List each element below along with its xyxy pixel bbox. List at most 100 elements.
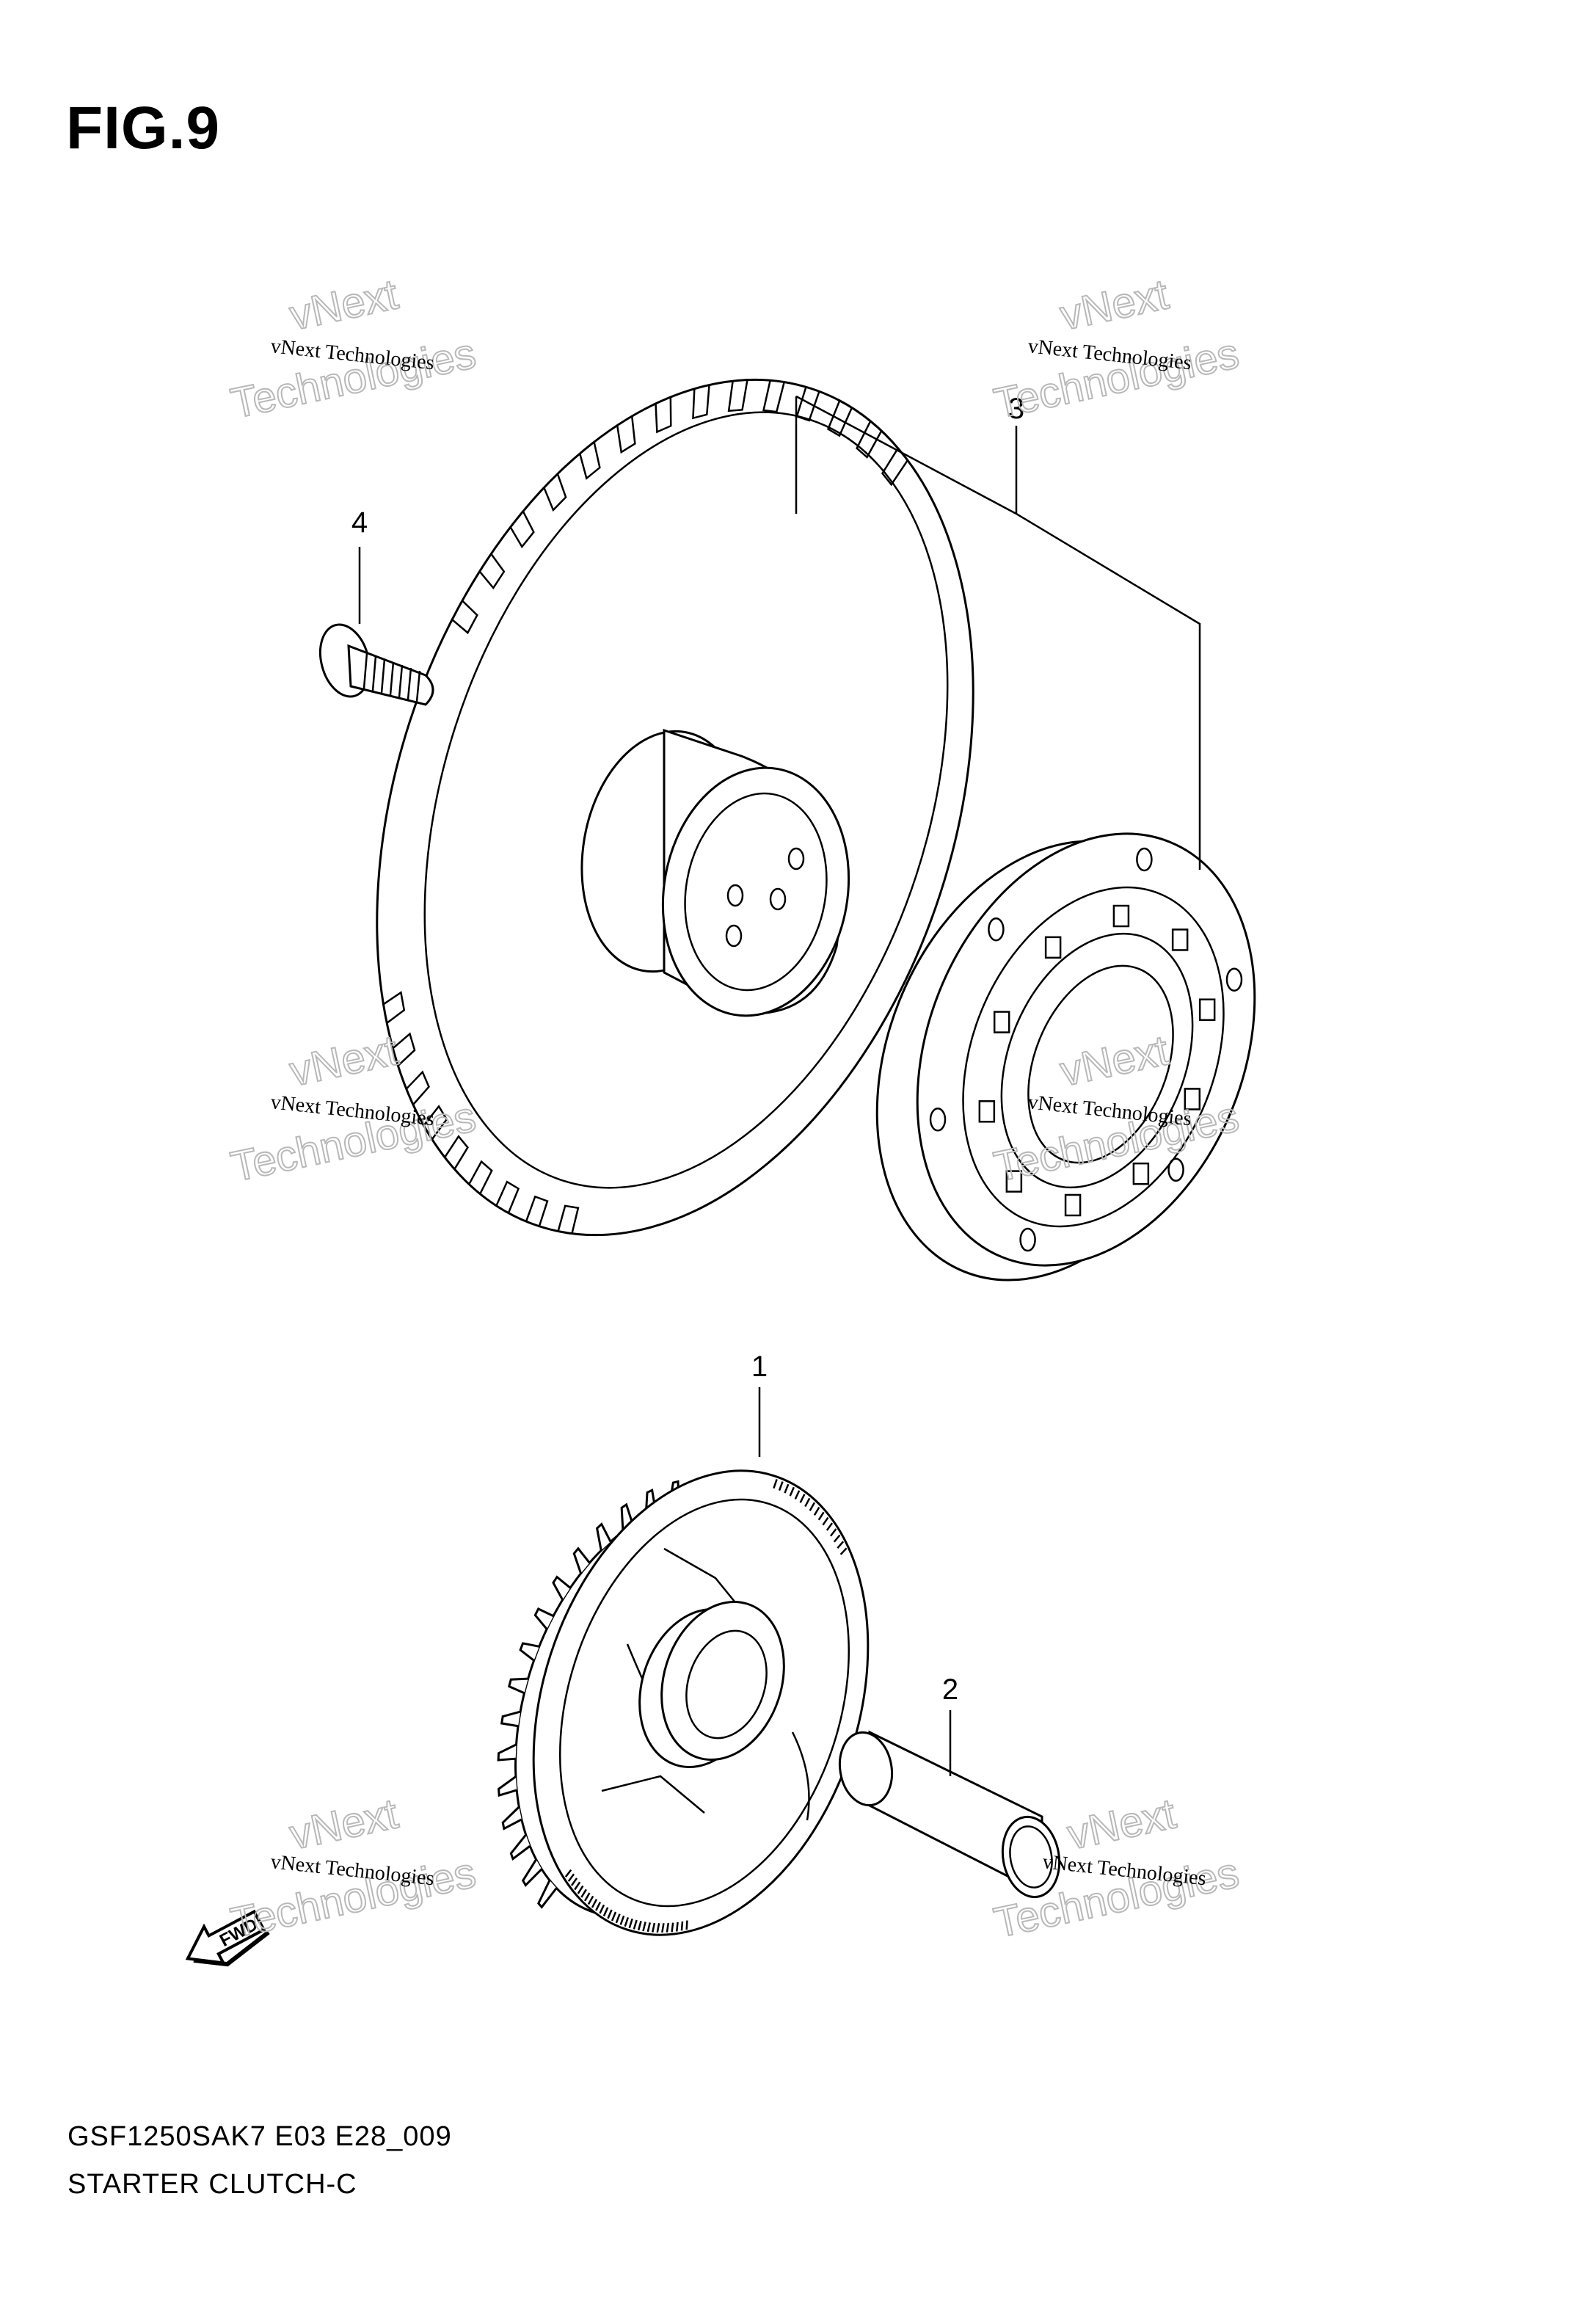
fine-tooth xyxy=(826,1522,834,1531)
gear-tooth xyxy=(392,1032,416,1066)
callout-3: 3 xyxy=(1008,393,1024,425)
callout-4: 4 xyxy=(351,506,368,539)
fine-tooth xyxy=(778,1481,784,1491)
svg-text:vNext: vNext xyxy=(285,1026,402,1095)
gear-tooth xyxy=(468,1160,493,1195)
clutch-roller xyxy=(1171,928,1189,951)
thread-line xyxy=(415,670,421,702)
leader-lines xyxy=(358,395,1201,1776)
fine-tooth xyxy=(646,1922,651,1933)
gear-tooth xyxy=(595,1522,612,1551)
svg-text:vNext: vNext xyxy=(285,270,402,339)
fine-tooth xyxy=(619,1915,625,1925)
clutch-roller xyxy=(1064,1193,1082,1217)
fine-tooth xyxy=(837,1541,845,1549)
bolt-hole xyxy=(1225,967,1243,992)
clutch-roller xyxy=(1198,998,1216,1021)
fwd-arrow-icon: FWD xyxy=(185,1909,270,1967)
fine-tooth xyxy=(661,1923,665,1933)
bolt-threads xyxy=(362,652,421,702)
watermark-top-left: vNext Technologies vNext Technologies xyxy=(226,269,481,428)
callout-1: 1 xyxy=(751,1351,768,1383)
fine-tooth xyxy=(595,1902,602,1911)
fine-tooth xyxy=(833,1534,841,1543)
fine-tooth xyxy=(591,1899,598,1908)
fine-tooth xyxy=(839,1547,848,1555)
fine-tooth xyxy=(567,1873,575,1882)
gear-tooth xyxy=(881,448,908,487)
gear-tooth xyxy=(498,1775,517,1797)
clutch-roller xyxy=(1132,1162,1150,1185)
fine-tooth xyxy=(685,1920,688,1930)
clutch-rollers xyxy=(978,904,1216,1217)
fine-tooth xyxy=(637,1921,642,1931)
fine-tooth xyxy=(817,1511,825,1521)
gear-tooth xyxy=(500,1710,521,1728)
gear-tooth xyxy=(405,1070,430,1105)
bolt xyxy=(318,623,434,706)
bolt-hole xyxy=(929,1108,947,1132)
thread-line xyxy=(371,655,377,691)
diagram-code: GSF1250SAK7 E03 E28_009 xyxy=(68,2121,452,2152)
fine-tooth xyxy=(615,1913,621,1924)
figure-title: FIG.9 xyxy=(66,95,221,161)
watermark-top-right: vNext Technologies vNext Technologies xyxy=(989,269,1244,428)
fine-tooth xyxy=(813,1506,820,1516)
clutch-bolt-holes xyxy=(929,847,1243,1252)
gear-tooth xyxy=(533,1607,554,1630)
bolt-hole xyxy=(988,917,1005,942)
gear-tooth xyxy=(423,1105,448,1140)
gear-tooth xyxy=(451,600,478,635)
gear-tooth xyxy=(572,1546,591,1574)
gear-tooth xyxy=(856,421,883,459)
svg-text:vNext: vNext xyxy=(1056,270,1173,339)
clutch-roller xyxy=(1112,904,1130,928)
gear-tooth xyxy=(616,416,636,454)
callout-2: 2 xyxy=(942,1673,958,1706)
gear-tooth xyxy=(727,379,748,412)
gear-tooth xyxy=(521,1858,543,1887)
thread-line xyxy=(389,661,395,696)
fine-tooth xyxy=(829,1528,837,1537)
bolt-hole xyxy=(1136,847,1153,872)
fine-tooth xyxy=(599,1904,605,1914)
fine-tooth xyxy=(611,1911,617,1922)
fine-tooth xyxy=(607,1909,613,1919)
gear-tooth xyxy=(495,1180,520,1214)
fine-tooth xyxy=(789,1486,795,1497)
fine-tooth xyxy=(580,1889,587,1898)
clutch-roller xyxy=(1044,936,1062,959)
gear-tooth xyxy=(557,1204,580,1234)
thread-line xyxy=(380,658,386,694)
fine-tooth xyxy=(628,1918,633,1929)
fine-tooth xyxy=(773,1479,778,1489)
gear-tooth xyxy=(509,511,535,549)
svg-text:vNext: vNext xyxy=(1063,1789,1180,1858)
gear-tooth xyxy=(552,1575,572,1601)
fine-tooth xyxy=(799,1494,806,1503)
fine-tooth xyxy=(671,1922,674,1933)
small-gear-fine-teeth xyxy=(564,1479,848,1933)
fine-tooth xyxy=(624,1916,630,1927)
clutch-roller xyxy=(993,1011,1010,1033)
fine-tooth xyxy=(794,1490,801,1500)
gear-tooth xyxy=(762,379,785,413)
fine-tooth xyxy=(570,1877,578,1886)
bolt-hole xyxy=(1019,1227,1036,1252)
fine-tooth xyxy=(822,1516,829,1526)
thread-line xyxy=(398,664,404,698)
fine-tooth xyxy=(642,1922,646,1932)
gear-tooth xyxy=(507,1677,528,1695)
fine-tooth xyxy=(564,1869,572,1877)
bolt-hole xyxy=(1167,1157,1184,1182)
fine-tooth xyxy=(804,1497,811,1508)
gear-tooth xyxy=(692,385,710,420)
starter-clutch-gear-large xyxy=(376,378,974,1237)
svg-text:vNext: vNext xyxy=(285,1789,402,1858)
gear-tooth xyxy=(579,441,601,480)
fine-tooth xyxy=(656,1923,660,1933)
gear-teeth-bottom xyxy=(382,991,580,1234)
fine-tooth xyxy=(666,1922,670,1933)
